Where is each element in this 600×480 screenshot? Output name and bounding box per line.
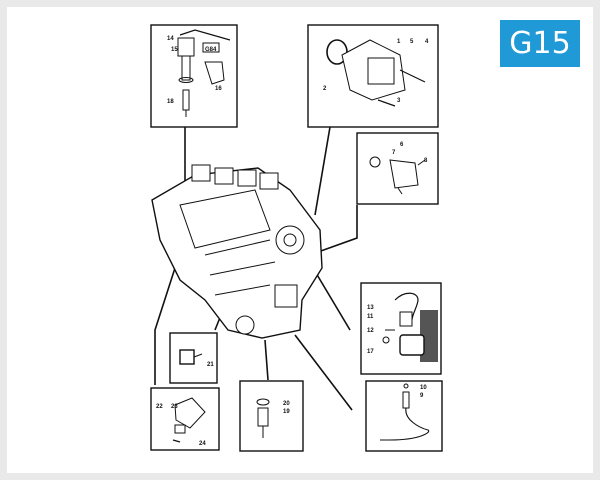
callout-17: 17: [367, 349, 374, 355]
callout-3: 3: [397, 98, 401, 104]
leader-lines: [154, 126, 358, 411]
callout-5: 5: [410, 39, 414, 45]
callout-16: 16: [215, 86, 222, 92]
engine-block: [151, 164, 323, 339]
callout-12: 12: [367, 328, 374, 334]
callout-23: 23: [171, 404, 178, 410]
callout-g84: G84: [205, 47, 217, 53]
callout-20: 20: [283, 401, 290, 407]
detail-box-small-connector: [169, 332, 218, 384]
detail-box-connector-sensor: [360, 282, 442, 375]
callout-2: 2: [323, 86, 327, 92]
callout-24: 24: [199, 441, 206, 447]
page-code-badge: G15: [500, 20, 580, 67]
detail-box-lambda-probe: [365, 380, 443, 452]
callout-1: 1: [397, 39, 401, 45]
callout-8: 8: [424, 158, 428, 164]
detail-box-bracket: [150, 387, 220, 451]
callout-15: 15: [171, 47, 178, 53]
detail-box-upper-assembly: [307, 24, 439, 128]
callout-4: 4: [425, 39, 429, 45]
detail-box-sensor: [356, 132, 439, 205]
callout-21: 21: [207, 362, 214, 368]
callout-14: 14: [167, 36, 174, 42]
detail-box-ignition-coil: [150, 24, 238, 128]
callout-13: 13: [367, 305, 374, 311]
callout-9: 9: [420, 393, 424, 399]
callout-11: 11: [367, 314, 374, 320]
detail-box-temperature-sender: [239, 380, 304, 452]
callout-19: 19: [283, 409, 290, 415]
callout-10: 10: [420, 385, 427, 391]
callout-6: 6: [400, 142, 404, 148]
callout-7: 7: [392, 150, 396, 156]
callout-18: 18: [167, 99, 174, 105]
callout-labels: 14 15 G84 16 18 1 5 4 2 3 6 7 8 13 11 12…: [156, 36, 429, 447]
callout-22: 22: [156, 404, 163, 410]
